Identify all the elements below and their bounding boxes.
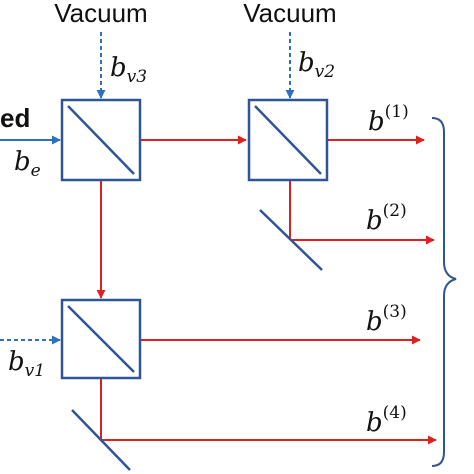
- mode-bv2-label: bv2: [298, 48, 335, 82]
- beam-splitter-bs2: [247, 98, 329, 182]
- output-b2-label: b(2): [366, 201, 407, 236]
- output-b1-label: b(1): [368, 102, 409, 137]
- mode-bv3-label: bv3: [110, 53, 147, 87]
- beam-splitter-bs1: [60, 298, 142, 380]
- output-b3-label: b(3): [366, 302, 407, 337]
- vacuum-label-left: Vacuum: [54, 0, 147, 28]
- beam-paths: [96, 135, 437, 445]
- vacuum-label-right: Vacuum: [243, 0, 336, 28]
- output-b4-label: b(4): [366, 403, 407, 438]
- mode-bv1-label: bv1: [8, 347, 45, 381]
- mode-be-label: be: [14, 147, 41, 181]
- beam-splitter-bs3: [60, 98, 142, 182]
- input-arrows: [0, 32, 295, 345]
- mirror-lower: [71, 409, 131, 471]
- mirror-upper: [259, 209, 323, 271]
- input-label-cut: ed: [0, 103, 30, 133]
- output-bracket: [431, 117, 457, 467]
